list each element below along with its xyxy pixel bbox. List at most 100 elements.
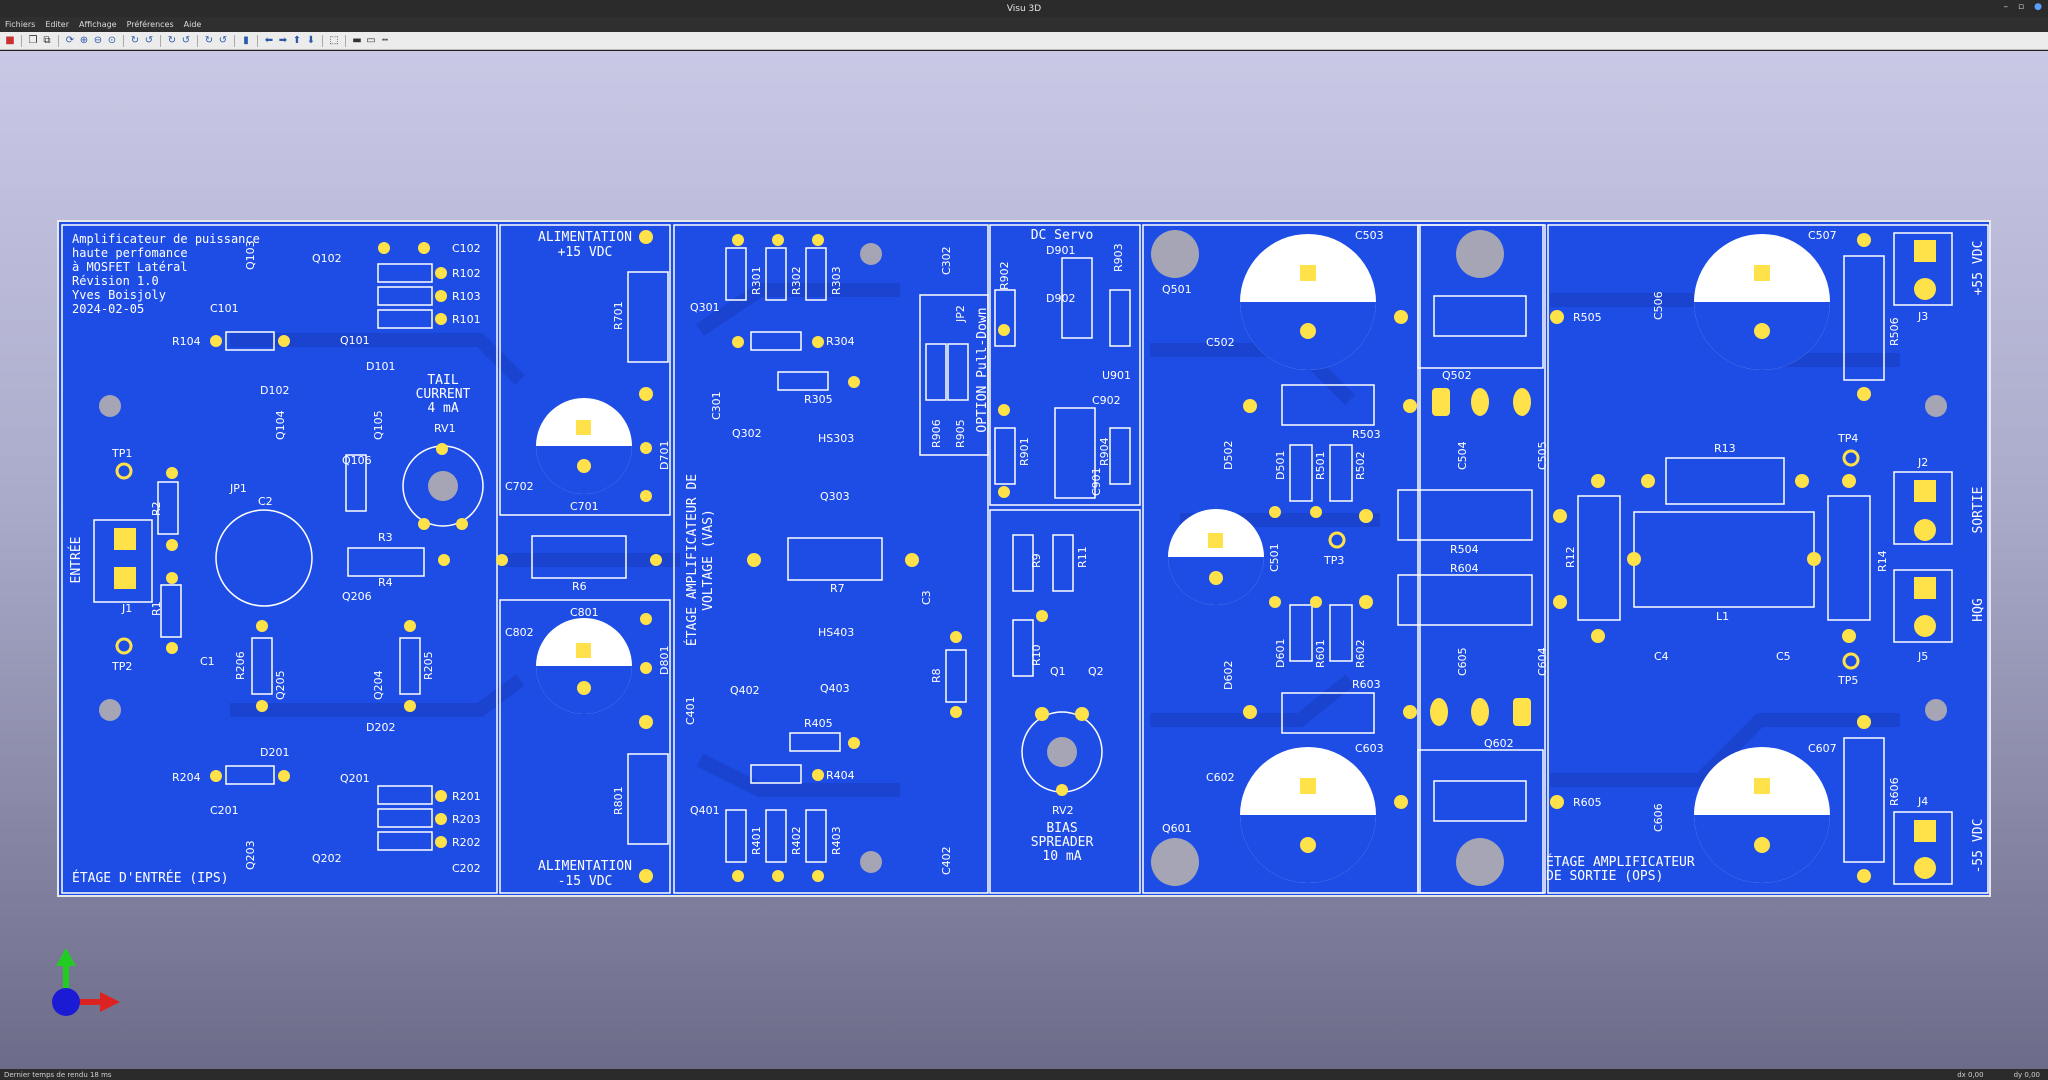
zoom-fit-icon[interactable]: ⊙	[107, 35, 117, 46]
svg-text:R1: R1	[150, 601, 163, 616]
svg-text:R801: R801	[612, 786, 625, 815]
rotate-z-cw-icon[interactable]: ↻	[204, 35, 214, 46]
svg-text:RV1: RV1	[434, 422, 456, 435]
svg-text:Q402: Q402	[730, 684, 760, 697]
svg-text:D602: D602	[1222, 661, 1235, 690]
svg-text:C505: C505	[1536, 441, 1549, 470]
svg-text:D701: D701	[658, 441, 671, 470]
tail-current-label: TAIL CURRENT 4 mA	[416, 373, 471, 416]
menu-fichiers[interactable]: Fichiers	[5, 20, 36, 29]
rotate-z-ccw-icon[interactable]: ↺	[218, 35, 228, 46]
svg-text:Q501: Q501	[1162, 283, 1192, 296]
power-mosfets	[1417, 224, 1544, 894]
svg-text:R305: R305	[804, 393, 833, 406]
svg-text:R503: R503	[1352, 428, 1381, 441]
reference-designators: Q103 Q102 C102 R102 R103 R101 C101 Q101 …	[111, 229, 1928, 875]
menu-editer[interactable]: Editer	[45, 20, 70, 29]
svg-text:Q203: Q203	[244, 840, 257, 870]
svg-text:R11: R11	[1076, 546, 1089, 568]
close-icon[interactable]: ●	[2034, 2, 2042, 12]
show-virtual-icon[interactable]: ┅	[381, 35, 389, 46]
svg-text:C604: C604	[1536, 647, 1549, 676]
rotate-y-cw-icon[interactable]: ↻	[167, 35, 177, 46]
svg-text:R601: R601	[1314, 639, 1327, 668]
window-controls: – ▫ ●	[2004, 2, 2042, 12]
menu-aide[interactable]: Aide	[183, 20, 202, 29]
svg-text:D902: D902	[1046, 292, 1075, 305]
header-block: Amplificateur de puissance haute perfoma…	[72, 232, 260, 316]
svg-text:C102: C102	[452, 242, 481, 255]
menu-preferences[interactable]: Préférences	[126, 20, 174, 29]
sortie-label: SORTIE	[1971, 487, 1986, 534]
svg-text:Q1: Q1	[1050, 665, 1066, 678]
coordinate-readout: dx 0,00 dy 0,00	[1957, 1071, 2040, 1079]
svg-text:Q101: Q101	[340, 334, 370, 347]
3d-viewport[interactable]: Amplificateur de puissance haute perfoma…	[0, 51, 2048, 1069]
svg-text:C501: C501	[1268, 543, 1281, 572]
export-icon[interactable]: ⧉	[43, 35, 51, 46]
section-titles: ÉTAGE D'ENTRÉE (IPS) ÉTAGE AMPLIFICATEUR…	[68, 228, 1986, 889]
menu-affichage[interactable]: Affichage	[79, 20, 117, 29]
render-raytrace-icon[interactable]: ■	[5, 35, 15, 46]
svg-text:C101: C101	[210, 302, 239, 315]
reload-icon[interactable]: ⟳	[65, 35, 75, 46]
svg-text:R602: R602	[1354, 639, 1367, 668]
svg-text:J4: J4	[1917, 795, 1928, 808]
svg-text:R304: R304	[826, 335, 855, 348]
maximize-icon[interactable]: ▫	[2018, 2, 2025, 12]
hqg-label: HQG	[1971, 598, 1986, 622]
resistor-bodies	[157, 247, 1885, 863]
svg-text:R504: R504	[1450, 543, 1479, 556]
svg-text:D502: D502	[1222, 441, 1235, 470]
toolbar-separator	[197, 34, 198, 47]
svg-text:D102: D102	[260, 384, 289, 397]
bias-spreader-label: BIAS SPREADER 10 mA	[1031, 821, 1094, 864]
minus55-label: -55 VDC	[1971, 819, 1986, 874]
svg-text:R204: R204	[172, 771, 201, 784]
svg-text:R13: R13	[1714, 442, 1736, 455]
svg-text:TAIL: TAIL	[427, 373, 458, 388]
move-right-icon[interactable]: ➡	[278, 35, 288, 46]
minimize-icon[interactable]: –	[2003, 2, 2009, 12]
svg-text:Q204: Q204	[372, 670, 385, 700]
toolbar-separator	[322, 34, 323, 47]
rotate-x-ccw-icon[interactable]: ↺	[144, 35, 154, 46]
alim-neg-2: -15 VDC	[558, 874, 613, 889]
svg-text:R905: R905	[954, 419, 967, 448]
svg-text:Q302: Q302	[732, 427, 762, 440]
move-left-icon[interactable]: ⬅	[264, 35, 274, 46]
move-up-icon[interactable]: ⬆	[292, 35, 302, 46]
vas-title-1: ÉTAGE AMPLIFICATEUR DE	[684, 474, 700, 646]
pulldown-label: OPTION Pull-Down	[975, 307, 990, 432]
svg-text:RV2: RV2	[1052, 804, 1074, 817]
flip-board-icon[interactable]: ▮	[243, 35, 249, 46]
orthographic-icon[interactable]: ⬚	[329, 35, 339, 46]
entree-label: ENTRÉE	[68, 537, 84, 584]
zoom-in-icon[interactable]: ⊕	[79, 35, 89, 46]
svg-text:D202: D202	[366, 721, 395, 734]
svg-text:4 mA: 4 mA	[427, 401, 458, 416]
toolbar-separator	[58, 34, 59, 47]
zoom-out-icon[interactable]: ⊖	[93, 35, 103, 46]
copy-image-icon[interactable]: ❐	[28, 35, 38, 46]
show-smd-icon[interactable]: ▭	[366, 35, 376, 46]
rotate-x-cw-icon[interactable]: ↻	[130, 35, 140, 46]
svg-text:R904: R904	[1098, 437, 1111, 466]
header-line4: Révision 1.0	[72, 274, 159, 288]
svg-text:R205: R205	[422, 651, 435, 680]
svg-text:R206: R206	[234, 651, 247, 680]
rotate-y-ccw-icon[interactable]: ↺	[181, 35, 191, 46]
svg-text:C902: C902	[1092, 394, 1121, 407]
svg-text:TP1: TP1	[111, 447, 132, 460]
svg-text:TP2: TP2	[111, 660, 132, 673]
svg-text:JP2: JP2	[954, 305, 967, 323]
svg-text:R901: R901	[1018, 437, 1031, 466]
electrolytic-caps	[536, 234, 1830, 883]
svg-text:C3: C3	[920, 590, 933, 605]
svg-text:R101: R101	[452, 313, 481, 326]
svg-text:Q602: Q602	[1484, 737, 1514, 750]
toolbar: ■ ❐ ⧉ ⟳ ⊕ ⊖ ⊙ ↻ ↺ ↻ ↺ ↻ ↺ ▮ ⬅ ➡ ⬆ ⬇ ⬚ ▬ …	[0, 32, 2048, 50]
show-body-icon[interactable]: ▬	[352, 35, 362, 46]
move-down-icon[interactable]: ⬇	[306, 35, 316, 46]
test-points	[115, 449, 1860, 670]
